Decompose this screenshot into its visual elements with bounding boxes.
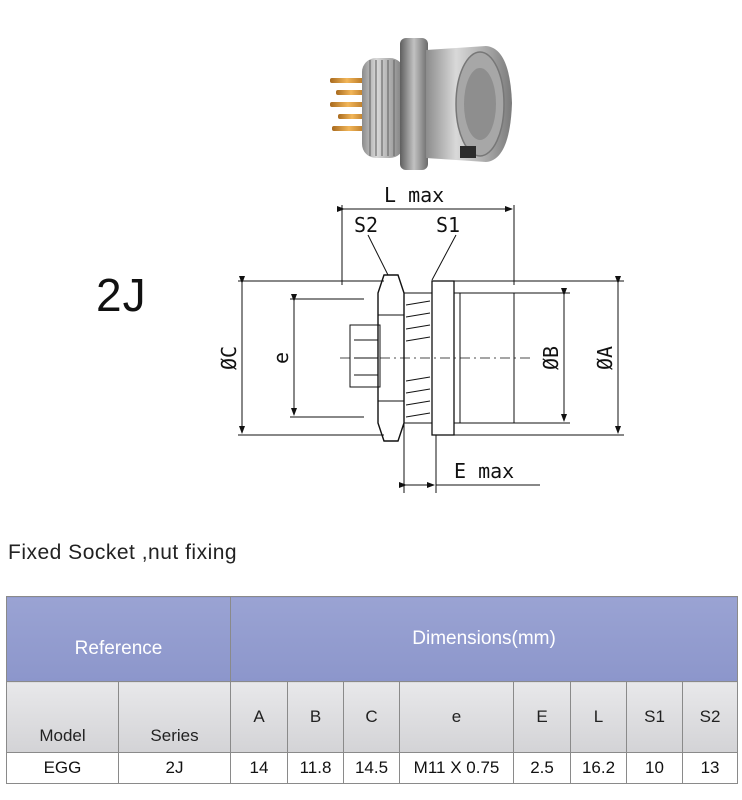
column-header: e — [399, 681, 515, 753]
technical-drawing: L max S2 S1 ØC e ØB ØA E max — [217, 183, 624, 493]
dimensions-table: Reference Dimensions(mm) Model Series A … — [5, 596, 739, 784]
table-cell: 11.8 — [287, 752, 345, 784]
column-header: S2 — [682, 681, 739, 753]
column-header: Model — [6, 681, 119, 753]
s1-label: S1 — [436, 213, 460, 237]
table-cell: 2.5 — [513, 752, 572, 784]
table-cell: 14 — [230, 752, 289, 784]
table-cell: 14.5 — [343, 752, 401, 784]
series-heading: 2J — [96, 269, 147, 321]
dia-a-label: ØA — [593, 346, 617, 370]
table-cell: 13 — [682, 752, 739, 784]
table-cell: EGG — [6, 752, 119, 784]
e-max-label: E max — [454, 459, 514, 483]
column-header: L — [570, 681, 628, 753]
connector-photo — [330, 38, 512, 170]
table-row: EGG 2J 14 11.8 14.5 M11 X 0.75 2.5 16.2 … — [6, 752, 739, 784]
column-header: A — [230, 681, 289, 753]
table-header-row: Reference Dimensions(mm) — [5, 596, 739, 682]
column-header: Series — [117, 681, 232, 753]
dia-c-label: ØC — [217, 346, 241, 370]
reference-header: Reference — [5, 596, 232, 682]
s2-label: S2 — [354, 213, 378, 237]
column-header: C — [343, 681, 401, 753]
column-header: B — [287, 681, 345, 753]
column-header: S1 — [626, 681, 684, 753]
table-cell: 16.2 — [570, 752, 628, 784]
l-max-label: L max — [384, 183, 444, 207]
dia-b-label: ØB — [539, 346, 563, 370]
section-title: Fixed Socket ,nut fixing — [8, 541, 238, 564]
table-cell: M11 X 0.75 — [399, 752, 515, 784]
table-subheader-row: Model Series A B C e E L S1 S2 — [6, 681, 739, 753]
e-small-label: e — [269, 352, 293, 364]
table-cell: 2J — [117, 752, 232, 784]
dimensions-header: Dimensions(mm) — [230, 596, 739, 682]
table-cell: 10 — [626, 752, 684, 784]
column-header: E — [513, 681, 572, 753]
